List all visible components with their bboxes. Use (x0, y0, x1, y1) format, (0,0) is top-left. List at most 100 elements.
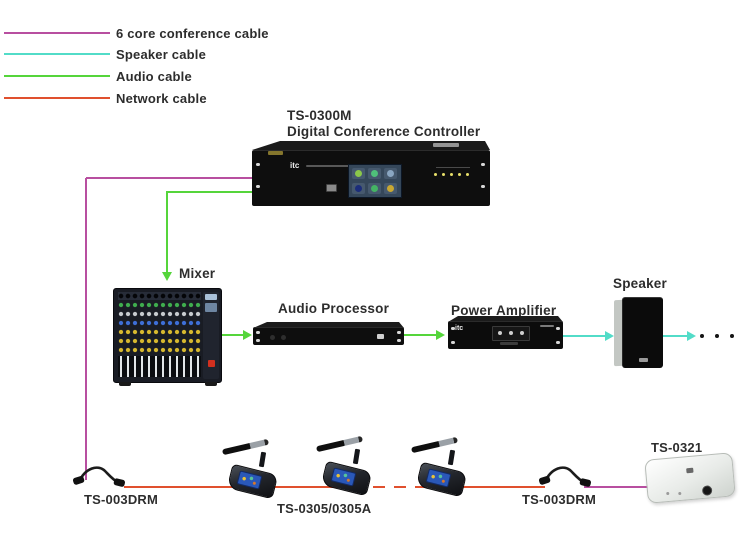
conference-controller-device: itc (252, 150, 490, 206)
amplifier-knob (520, 331, 524, 335)
adapter-left-label: TS-003DRM (84, 492, 159, 507)
audio-cable-processor-to-amplifier (404, 334, 436, 336)
status-led (442, 173, 445, 176)
legend-swatch-speaker-cable (4, 53, 110, 55)
extension-unit-device (644, 452, 736, 504)
legend-swatch-audio-cable (4, 75, 110, 77)
conference-cable-vertical (85, 178, 87, 480)
audio-cable-mixer-to-processor (222, 334, 243, 336)
speaker-cable-amp-to-speaker (563, 335, 605, 337)
mixer-fader-bank (118, 356, 201, 377)
status-led (450, 173, 453, 176)
controller-name: Digital Conference Controller (287, 123, 481, 139)
screen-icon (368, 182, 381, 194)
legend-swatch-network-cable (4, 97, 110, 99)
controller-top-panel (252, 141, 490, 150)
power-amplifier-device: itc (448, 321, 563, 349)
rack-screw (256, 163, 260, 166)
screen-icon (368, 168, 381, 179)
microphone-stem (447, 449, 456, 466)
amplifier-logo-mark: itc (455, 325, 464, 332)
rack-screw (397, 331, 401, 334)
controller-front-text-mark (306, 165, 352, 167)
rack-screw (451, 341, 455, 344)
mixer-foot (205, 382, 217, 386)
legend-label-network-cable: Network cable (116, 91, 207, 106)
ellipsis-dot (715, 334, 719, 338)
adapter-cable-right (538, 462, 592, 490)
speaker-device (622, 297, 663, 368)
arrow-down-into-mixer (162, 272, 172, 281)
conference-microphone (315, 433, 374, 497)
legend-label-conference-cable: 6 core conference cable (116, 26, 269, 41)
conference-cable-horizontal (86, 177, 252, 179)
conference-microphone (221, 436, 280, 500)
controller-top-logo-mark (433, 143, 459, 147)
audio-processor-label: Audio Processor (278, 301, 390, 316)
mixer-knob-row (118, 337, 201, 345)
rack-screw (256, 339, 260, 342)
legend-swatch-conference-cable (4, 32, 110, 34)
mixer-knob-row (118, 301, 201, 309)
amplifier-model-mark (540, 325, 554, 327)
amplifier-label-plate (500, 342, 518, 345)
processor-top-panel (253, 322, 404, 328)
audio-cable-controller-vertical (166, 192, 168, 272)
legend-label-audio-cable: Audio cable (116, 69, 192, 84)
processor-knob (270, 335, 275, 340)
power-amplifier-label: Power Amplifier (451, 303, 557, 318)
rack-screw (556, 341, 560, 344)
screen-icon (384, 168, 397, 179)
led-caption-mark (436, 167, 470, 168)
amplifier-display (492, 326, 530, 341)
speaker-label: Speaker (613, 276, 667, 291)
mixer-knob-row (118, 310, 201, 318)
amplifier-knob (509, 331, 513, 335)
processor-knob (281, 335, 286, 340)
mixer-jack-row (118, 292, 201, 300)
legend-label-speaker-cable: Speaker cable (116, 47, 207, 62)
controller-gold-mark (268, 151, 283, 155)
mixer-knob-row (118, 346, 201, 354)
network-cable-dashed-segment (352, 486, 445, 488)
screen-icon (352, 168, 365, 179)
rack-screw (481, 163, 485, 166)
speaker-cable-continuation (662, 335, 687, 337)
rack-screw (256, 331, 260, 334)
extension-label: TS-0321 (651, 440, 703, 455)
screen-icon (384, 182, 397, 194)
extension-indicator (686, 467, 694, 474)
amplifier-knob (498, 331, 502, 335)
audio-processor-device (253, 327, 404, 345)
extension-port (678, 491, 682, 496)
mixer-knob-row (118, 328, 201, 336)
amplifier-top-panel (448, 316, 563, 322)
extension-jack (701, 485, 713, 496)
ellipsis-dot (700, 334, 704, 338)
rack-screw (481, 185, 485, 188)
status-led (434, 173, 437, 176)
speaker-logo-mark (639, 358, 648, 362)
network-cable-segment-2 (445, 486, 545, 488)
usb-port (326, 184, 337, 192)
arrow-into-processor (243, 330, 252, 340)
arrow-into-speaker (605, 331, 614, 341)
status-led (466, 173, 469, 176)
mixer-master-panel (203, 292, 219, 379)
rack-screw (451, 327, 455, 330)
audio-cable-controller-horizontal (166, 191, 252, 193)
mixer-display (205, 294, 217, 300)
mixer-knob-row (118, 319, 201, 327)
controller-touchscreen (348, 164, 402, 198)
mixer-label: Mixer (179, 266, 216, 281)
conference-microphone (410, 434, 469, 498)
controller-label: TS-0300M Digital Conference Controller (287, 108, 480, 139)
itc-logo: itc (290, 161, 300, 170)
mixer-display (205, 303, 217, 312)
mixer-power-button (208, 360, 215, 367)
screen-icon (352, 182, 365, 194)
status-led (458, 173, 461, 176)
extension-port (666, 491, 670, 496)
arrow-into-amplifier (436, 330, 445, 340)
adapter-right-label: TS-003DRM (522, 492, 597, 507)
